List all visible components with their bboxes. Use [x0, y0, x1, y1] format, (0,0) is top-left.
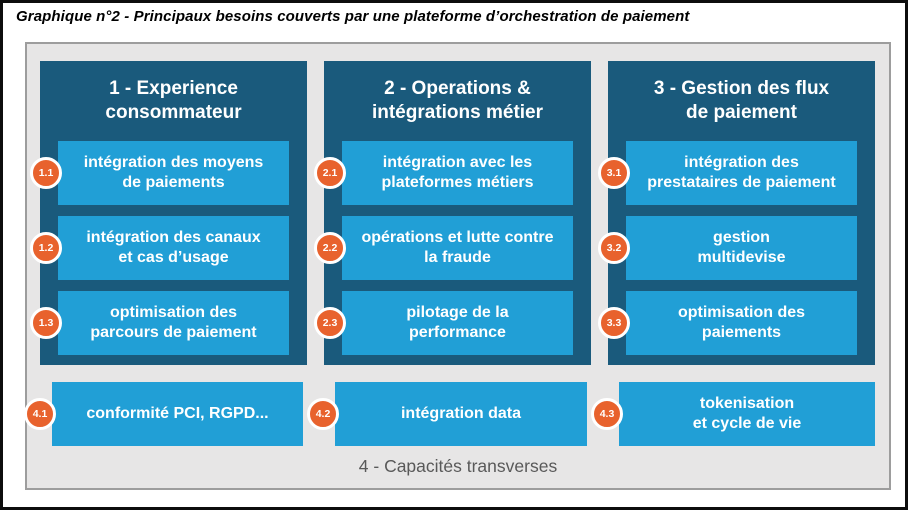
transverse-item-4-2: 4.2 intégration data: [307, 382, 587, 446]
column-3-header: 3 - Gestion des flux de paiement: [653, 77, 830, 123]
columns-row: 1 - Experience consommateur 1.1 intégrat…: [30, 61, 875, 365]
diagram-title: Graphique n°2 - Principaux besoins couve…: [16, 8, 690, 25]
need-box-1-2: intégration des canaux et cas d’usage: [58, 216, 289, 280]
column-1-header: 1 - Experience consommateur: [105, 77, 242, 123]
badge-1-1: 1.1: [30, 157, 62, 189]
badge-3-1: 3.1: [598, 157, 630, 189]
need-box-3-3: optimisation des paiements: [626, 291, 857, 355]
need-box-4-2: intégration data: [335, 382, 587, 446]
need-item-3-1: 3.1 intégration des prestataires de paie…: [598, 141, 857, 205]
column-experience-consommateur: 1 - Experience consommateur 1.1 intégrat…: [30, 61, 307, 365]
need-box-1-3: optimisation des parcours de paiement: [58, 291, 289, 355]
need-item-2-2: 2.2 opérations et lutte contre la fraude: [314, 216, 573, 280]
need-box-1-1: intégration des moyens de paiements: [58, 141, 289, 205]
transverse-caption: 4 - Capacités transverses: [358, 456, 558, 476]
badge-2-2: 2.2: [314, 232, 346, 264]
need-item-3-3: 3.3 optimisation des paiements: [598, 291, 857, 355]
diagram-canvas: 1 - Experience consommateur 1.1 intégrat…: [24, 42, 891, 490]
badge-3-2: 3.2: [598, 232, 630, 264]
need-box-3-2: gestion multidevise: [626, 216, 857, 280]
badge-2-3: 2.3: [314, 307, 346, 339]
need-item-1-3: 1.3 optimisation des parcours de paiemen…: [30, 291, 289, 355]
column-gestion-flux-paiement: 3 - Gestion des flux de paiement 3.1 int…: [598, 61, 875, 365]
badge-3-3: 3.3: [598, 307, 630, 339]
transverse-item-4-3: 4.3 tokenisation et cycle de vie: [591, 382, 875, 446]
badge-1-3: 1.3: [30, 307, 62, 339]
need-box-3-1: intégration des prestataires de paiement: [626, 141, 857, 205]
need-box-4-1: conformité PCI, RGPD...: [52, 382, 303, 446]
badge-2-1: 2.1: [314, 157, 346, 189]
need-box-4-3: tokenisation et cycle de vie: [619, 382, 875, 446]
badge-1-2: 1.2: [30, 232, 62, 264]
need-item-1-1: 1.1 intégration des moyens de paiements: [30, 141, 289, 205]
column-operations-integrations: 2 - Operations & intégrations métier 2.1…: [314, 61, 591, 365]
need-item-3-2: 3.2 gestion multidevise: [598, 216, 857, 280]
need-box-2-3: pilotage de la performance: [342, 291, 573, 355]
badge-4-1: 4.1: [24, 398, 56, 430]
need-box-2-2: opérations et lutte contre la fraude: [342, 216, 573, 280]
transverse-item-4-1: 4.1 conformité PCI, RGPD...: [24, 382, 303, 446]
need-item-2-1: 2.1 intégration avec les plateformes mét…: [314, 141, 573, 205]
need-box-2-1: intégration avec les plateformes métiers: [342, 141, 573, 205]
need-item-1-2: 1.2 intégration des canaux et cas d’usag…: [30, 216, 289, 280]
column-2-header: 2 - Operations & intégrations métier: [371, 77, 544, 123]
badge-4-2: 4.2: [307, 398, 339, 430]
need-item-2-3: 2.3 pilotage de la performance: [314, 291, 573, 355]
badge-4-3: 4.3: [591, 398, 623, 430]
